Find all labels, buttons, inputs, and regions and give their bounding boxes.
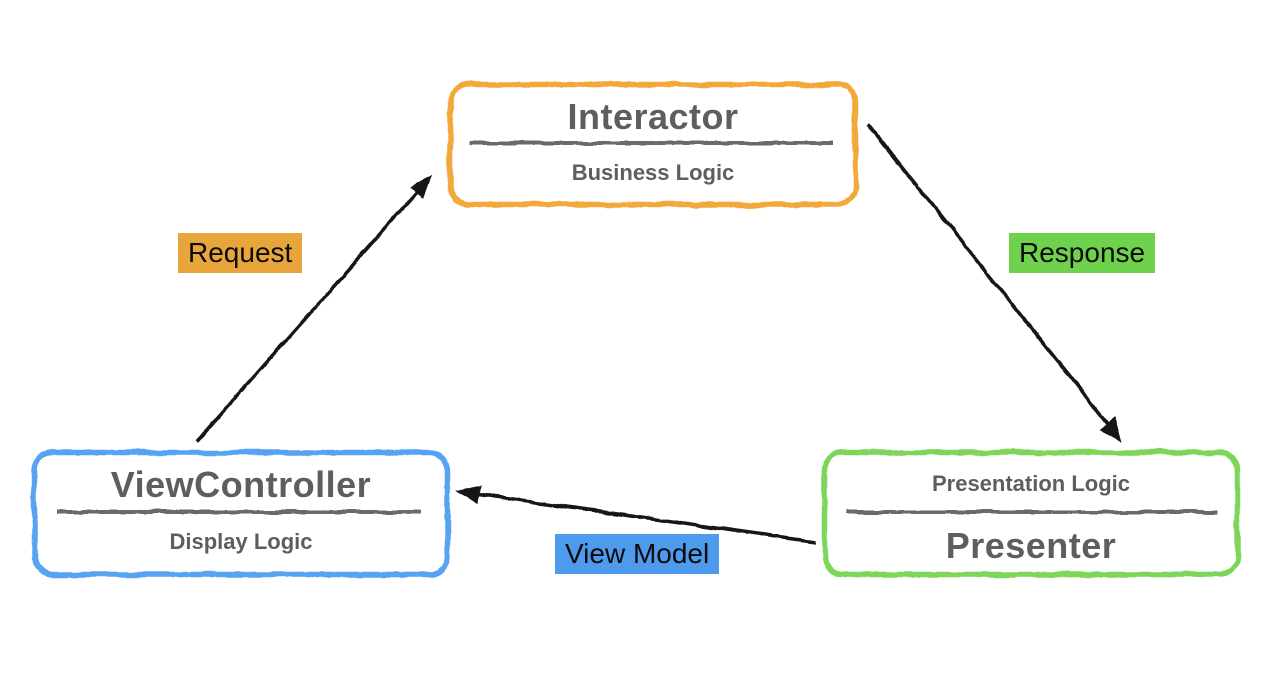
viewcontroller-box-outline (31, 449, 451, 578)
presenter-title: Presenter (945, 525, 1117, 566)
response-arrow-label: Response (1009, 233, 1156, 273)
view-model-arrow (456, 485, 816, 544)
request-arrow (195, 175, 433, 443)
interactor-title: Interactor (567, 96, 739, 137)
presenter-box-outline (821, 449, 1241, 578)
presenter-subtitle: Presentation Logic (931, 471, 1131, 496)
request-arrow-label: Request (178, 233, 303, 273)
interactor-box-outline (447, 81, 859, 208)
view-model-arrow-label: View Model (555, 534, 720, 574)
interactor-subtitle: Business Logic (571, 160, 735, 185)
viewcontroller-title: ViewController (110, 464, 372, 505)
response-arrow (866, 122, 1123, 442)
viewcontroller-subtitle: Display Logic (169, 529, 313, 554)
